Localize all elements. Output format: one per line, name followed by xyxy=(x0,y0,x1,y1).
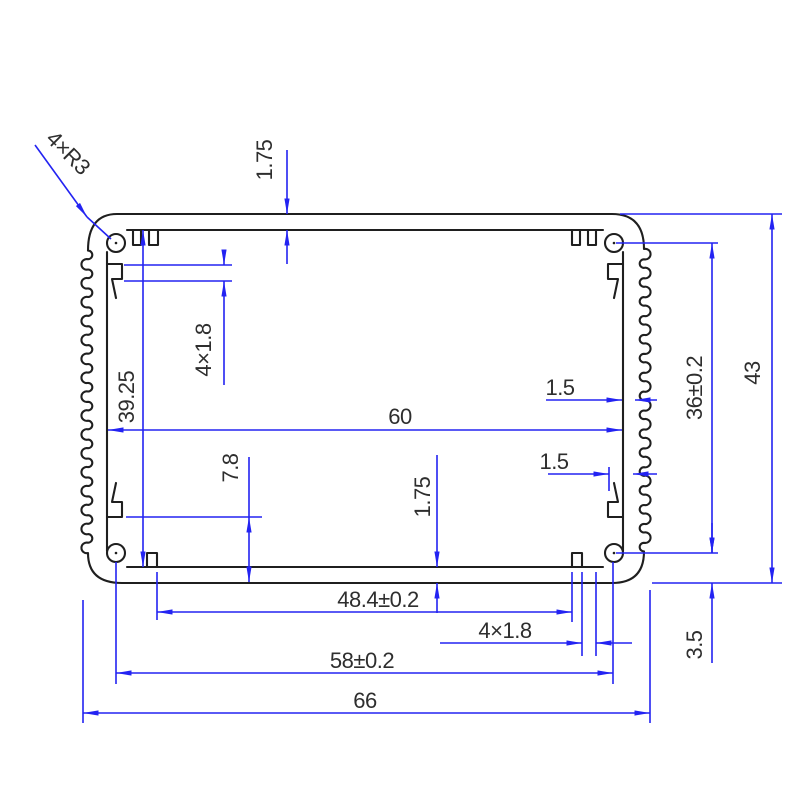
dim-label-rail-offset-bottom: 7.8 xyxy=(218,453,243,482)
pcb-rail-hooks xyxy=(105,262,625,519)
dim-label-screw-hole-span-vertical: 36±0.2 xyxy=(682,356,707,420)
dim-label-screw-hole-span-horizontal: 58±0.2 xyxy=(330,648,394,673)
screw-boss-top-left xyxy=(105,232,127,254)
dim-label-bottom-slot-span: 48.4±0.2 xyxy=(337,587,419,612)
leader-corner-radius-tail xyxy=(86,216,112,240)
screw-boss-center-mark xyxy=(114,551,118,555)
dim-label-rail-slot-bottom: 4×1.8 xyxy=(478,618,531,643)
leader-corner-radius xyxy=(34,144,88,218)
profile-outline xyxy=(80,212,652,585)
dim-label-outer-width: 66 xyxy=(353,688,377,713)
dim-label-screw-hole-offset-bottom: 3.5 xyxy=(682,630,707,659)
screw-boss-center-mark xyxy=(612,551,616,555)
dim-label-rail-slot-top: 4×1.8 xyxy=(191,323,216,376)
screw-boss-center-mark xyxy=(114,241,118,245)
dim-label-outer-height: 43 xyxy=(740,361,765,385)
dim-label-bottom-wall-thickness: 1.75 xyxy=(410,476,435,517)
dim-label-top-wall-thickness: 1.75 xyxy=(252,139,277,180)
dim-label-inner-width: 60 xyxy=(388,404,412,429)
top-teeth-notches xyxy=(131,228,598,247)
profile-outer-path xyxy=(80,212,652,585)
bottom-teeth-notches xyxy=(145,551,584,569)
dim-label-side-wall-lower: 1.5 xyxy=(539,449,568,474)
dim-label-corner-radius: 4×R3 xyxy=(41,126,95,180)
dim-label-inner-height: 39.25 xyxy=(114,370,139,423)
dim-label-side-wall-upper: 1.5 xyxy=(545,375,574,400)
dimension-lines xyxy=(34,144,782,723)
screw-boss-center-mark xyxy=(612,241,616,245)
